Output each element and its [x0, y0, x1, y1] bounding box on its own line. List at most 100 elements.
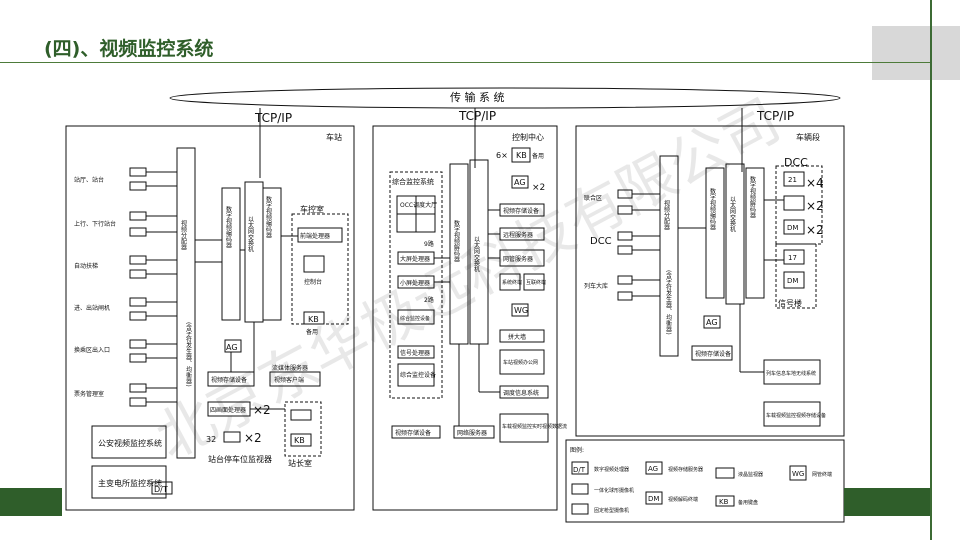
- depot-train-info: 列车信息车地无线系统: [766, 370, 816, 377]
- center-storage: 视频存储设备: [503, 207, 539, 215]
- depot-encoder: [705, 167, 725, 299]
- signal-frame: [775, 243, 817, 309]
- station-source-4: 换乘区出入口: [74, 346, 110, 354]
- bottom-accent-right: [844, 488, 930, 516]
- integ-device: 综合监控设备: [400, 315, 430, 322]
- depot-dm: DM: [787, 224, 798, 232]
- station-dt: D/T: [154, 485, 168, 494]
- chief-room-label: 站长室: [288, 458, 312, 468]
- station-encoder: [221, 187, 241, 321]
- legend-item-4: 视频解码终端: [668, 496, 698, 503]
- station-source-5: 票务管理室: [74, 390, 104, 398]
- center-office: 车站视频办公网: [503, 359, 538, 366]
- center-s1: 系统终端: [502, 279, 522, 286]
- depot-dcc: DCC: [784, 156, 808, 169]
- center-kb: KB: [516, 151, 527, 160]
- proc-unit: 信号处理器: [400, 349, 430, 357]
- integ-storage: 综合监控设备: [400, 371, 436, 379]
- center-frame: [372, 125, 558, 511]
- depot-signal: 信号楼: [778, 298, 802, 308]
- legend-title: 图例:: [570, 446, 584, 454]
- page-title: (四)、视频监控系统: [44, 38, 214, 60]
- legend-item-5: 液晶监视器: [738, 471, 763, 478]
- bottom-accent-left: [0, 488, 62, 516]
- depot-frame: [575, 125, 845, 437]
- center-label: 控制中心: [512, 132, 544, 142]
- tcpip-right: TCP/IP: [756, 109, 794, 123]
- center-switch-label: 以太网交换机: [473, 236, 480, 273]
- legend-frame: [565, 439, 845, 523]
- center-backup: 车载视频监控实时视频数据流: [502, 423, 567, 430]
- depot-source-2: 列车大库: [584, 282, 608, 290]
- station-source-1: 上行、下行站台: [74, 220, 116, 228]
- depot-encoder-label: 数字视频编码器: [709, 187, 716, 231]
- station-switch: [244, 181, 264, 323]
- legend-wg: WG: [792, 470, 804, 478]
- depot-x4: ×4: [806, 176, 824, 190]
- station-monitor-count: 32: [206, 435, 216, 444]
- ctrl-processor-label: 前端处理器: [300, 232, 330, 240]
- title-rule: [0, 62, 930, 63]
- legend-item-3: 视频存储服务器: [668, 466, 703, 473]
- chief-kb: KB: [294, 436, 305, 445]
- station-source-3: 进、出站闸机: [74, 304, 110, 312]
- station-quad: 四画面处理器: [210, 406, 246, 414]
- center-lane: 远程服务器: [503, 231, 533, 239]
- depot-decoder: [745, 167, 765, 299]
- station-distributor: [176, 147, 196, 459]
- station-label: 车站: [326, 132, 342, 142]
- station-frame: [65, 125, 355, 511]
- station-storage: 视频存储设备: [211, 376, 247, 384]
- two-label: 2路: [424, 296, 434, 304]
- ctrl-room-frame: [291, 213, 349, 325]
- depot-source-1: DCC: [590, 236, 612, 247]
- depot-switch-label: 以太网交换机: [729, 196, 736, 233]
- station-char-note: (含字符发生器、均衡器): [185, 322, 192, 387]
- depot-ag: AG: [706, 318, 718, 327]
- center-spare: 备用: [532, 152, 544, 160]
- center-projector: 拼大墙: [508, 333, 526, 341]
- depot-dm2: DM: [787, 277, 798, 285]
- platform-monitor: 站台停车位监视器: [208, 454, 272, 464]
- tcpip-left: TCP/IP: [254, 111, 292, 125]
- integrated-label: 综合监控系统: [392, 177, 434, 186]
- occ-label: OCC调度大厅: [400, 201, 437, 209]
- station-spare: 备用: [306, 328, 318, 336]
- depot-storage: 视频存储设备: [695, 350, 731, 358]
- public-system: 公安视频监控系统: [98, 438, 162, 448]
- station-x2a: ×2: [253, 403, 271, 417]
- depot-source-0: 联合区: [584, 194, 602, 202]
- station-decoder: [262, 187, 282, 321]
- ctrl-terminal-label: 控制台: [304, 278, 322, 286]
- center-decoder-label: 数字视频解码器: [453, 219, 460, 263]
- station-kb: KB: [308, 315, 319, 324]
- legend-item-0: 数字视频处理器: [594, 466, 629, 473]
- center-x2: ×2: [532, 183, 545, 193]
- station-x2b: ×2: [244, 431, 262, 445]
- station-distributor-label: 视频分配器: [180, 219, 187, 251]
- substation-system: 主变电所监控系统: [98, 478, 162, 488]
- bottom-server: 网络服务器: [457, 429, 487, 437]
- legend-item-7: 网管终端: [812, 471, 832, 478]
- center-net: 网管服务器: [503, 255, 533, 263]
- station-encoder-label: 数字视频编码器: [225, 205, 232, 249]
- center-ipsys: 调度信息系统: [503, 389, 539, 397]
- depot-x2a: ×2: [806, 199, 824, 213]
- depot-label: 车辆段: [796, 132, 820, 142]
- depot-n17: 17: [788, 254, 797, 262]
- center-six: 6×: [496, 151, 508, 160]
- legend-item-6: 备用键盘: [738, 499, 758, 506]
- station-ag: AG: [226, 343, 238, 352]
- center-s2: 互联终端: [526, 279, 546, 286]
- legend-dt: D/T: [573, 466, 586, 474]
- backbone-label: 传 输 系 统: [450, 90, 505, 104]
- center-wg: WG: [514, 306, 528, 315]
- depot-switch: [725, 163, 745, 305]
- depot-char-note: (含字符发生器、均衡器): [665, 270, 672, 335]
- legend-item-1: 一体化球形摄像机: [594, 487, 634, 494]
- side-rule: [930, 0, 932, 540]
- station-media-server: 流媒体服务器: [272, 364, 308, 372]
- depot-onboard: 车载视频监控视频存储设备: [766, 412, 826, 419]
- backbone-ellipse: [169, 87, 841, 109]
